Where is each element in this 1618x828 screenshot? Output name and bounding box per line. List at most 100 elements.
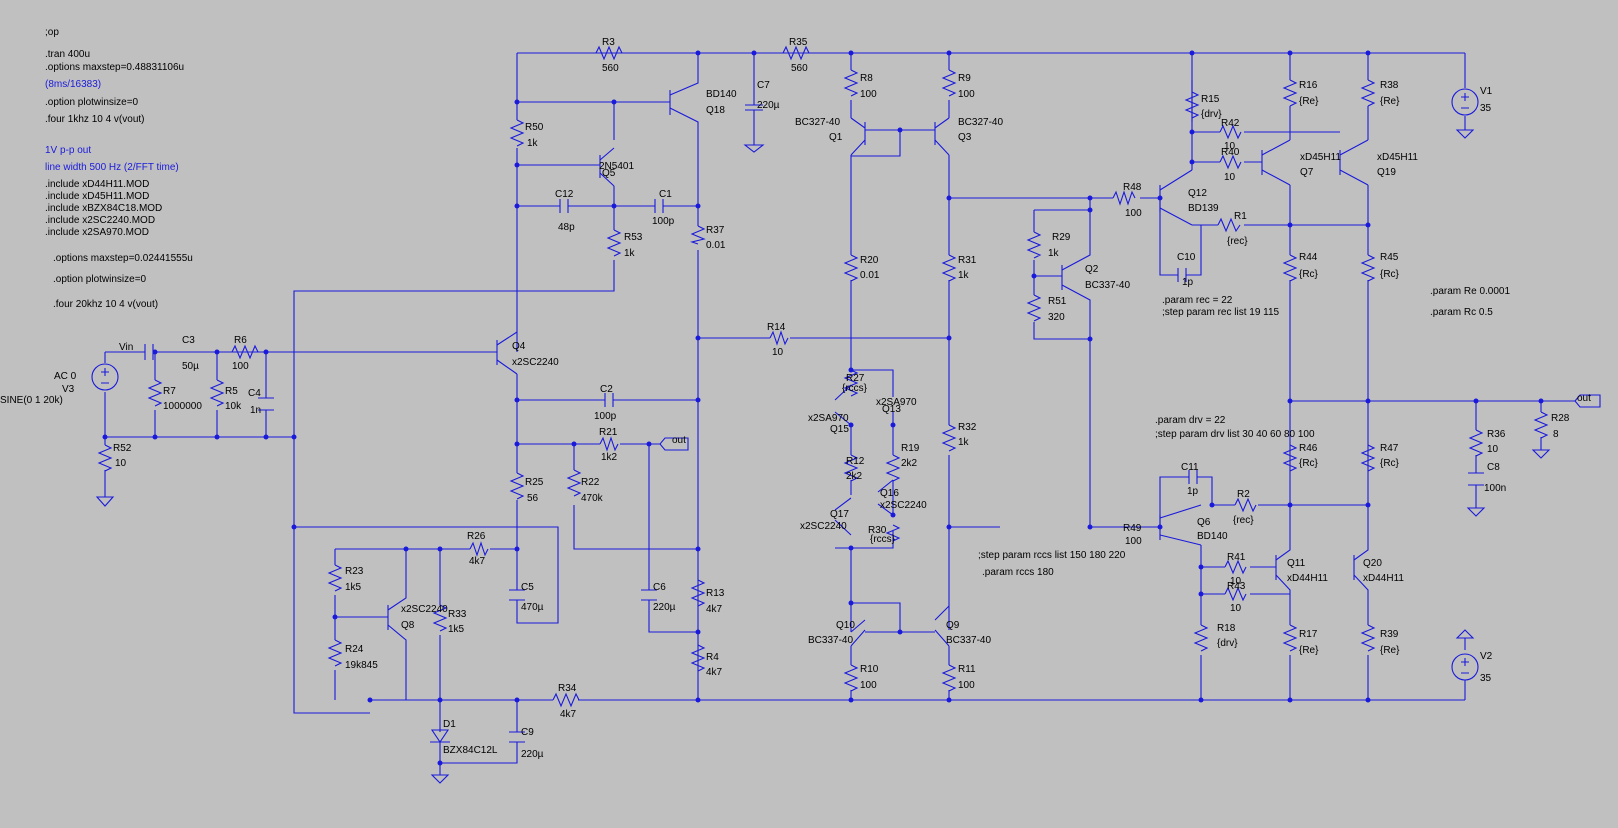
component-label: 10 (1230, 603, 1242, 614)
spice-directive: .option plotwinsize=0 (45, 97, 139, 108)
component-label: {Rc} (1380, 269, 1400, 280)
component-label: C2 (600, 384, 613, 395)
component-label: 100 (860, 89, 877, 100)
component-label: x2SA970 (808, 413, 849, 424)
spice-directive: ;step param drv list 30 40 60 80 100 (1155, 429, 1315, 440)
component-label: {rec} (1227, 236, 1248, 247)
component-label: Q19 (1377, 167, 1396, 178)
spice-directive: .include x2SC2240.MOD (45, 215, 155, 226)
component-label: V3 (62, 384, 75, 395)
component-label: 4k7 (706, 667, 723, 678)
component-label: 560 (602, 63, 619, 74)
component-label: R24 (345, 644, 364, 655)
component-label: 470k (581, 493, 604, 504)
spice-directive: .option plotwinsize=0 (53, 274, 147, 285)
component-label: Q17 (830, 509, 849, 520)
component-label: 100p (594, 411, 617, 422)
spice-directives: ;op.tran 400u.options maxstep=0.48831106… (45, 27, 1510, 578)
component-label: Q9 (946, 620, 960, 631)
component-label: xD45H11 (1377, 152, 1418, 163)
component-label: R43 (1227, 581, 1246, 592)
component-label: 10 (1487, 444, 1499, 455)
component-label: R28 (1551, 413, 1570, 424)
component-label: 100 (958, 680, 975, 691)
resistors (97, 69, 1549, 692)
component-label: Q6 (1197, 517, 1211, 528)
component-label: R10 (860, 664, 879, 675)
component-label: BC327-40 (795, 117, 840, 128)
capacitors (144, 199, 1484, 743)
component-label: 35 (1480, 103, 1492, 114)
component-label: R40 (1221, 147, 1240, 158)
component-label: R5 (225, 386, 238, 397)
component-label: 2N5401 (599, 161, 634, 172)
component-label: 10k (225, 401, 242, 412)
spice-directive: 1V p-p out (45, 145, 91, 156)
component-label: {Re} (1380, 96, 1400, 107)
component-label: 10 (1224, 141, 1236, 152)
component-label: D1 (443, 719, 456, 730)
component-label: R53 (624, 232, 643, 243)
component-label: V1 (1480, 86, 1493, 97)
component-label: BZX84C12L (443, 745, 498, 756)
spice-directive: .options maxstep=0.02441555u (53, 253, 193, 264)
component-label: C3 (182, 335, 195, 346)
junction-dots (102, 50, 1544, 766)
component-label: R41 (1227, 552, 1246, 563)
component-label: R35 (789, 37, 808, 48)
component-label: {Re} (1299, 96, 1319, 107)
component-label: R45 (1380, 252, 1399, 263)
spice-directive: .four 1khz 10 4 v(vout) (45, 114, 145, 125)
component-label: R31 (958, 255, 977, 266)
component-label: 10 (772, 347, 784, 358)
component-label: R49 (1123, 523, 1142, 534)
component-label: Q5 (602, 168, 616, 179)
component-label: Q20 (1363, 558, 1382, 569)
component-label: Q1 (829, 132, 843, 143)
component-label: 1k5 (448, 624, 465, 635)
component-label: R42 (1221, 118, 1240, 129)
component-label: 4k7 (706, 604, 723, 615)
component-label: 100 (958, 89, 975, 100)
component-label: BD140 (706, 89, 737, 100)
component-label: R30 (868, 525, 887, 536)
component-label: xD44H11 (1287, 573, 1328, 584)
net-flags (655, 394, 1601, 451)
component-label: Vin (119, 342, 133, 353)
component-label: R14 (767, 322, 786, 333)
component-label: 220µ (653, 602, 676, 613)
component-label: 1k (958, 270, 970, 281)
spice-directive: .param rec = 22 (1162, 295, 1233, 306)
component-label: R25 (525, 477, 544, 488)
component-label: {drv} (1201, 109, 1222, 120)
component-label: R8 (860, 73, 873, 84)
component-label: 320 (1048, 312, 1065, 323)
component-label: R16 (1299, 80, 1318, 91)
component-label: R20 (860, 255, 879, 266)
component-label: C8 (1487, 462, 1500, 473)
component-label: 560 (791, 63, 808, 74)
spice-directive: ;step param rccs list 150 180 220 (978, 550, 1126, 561)
component-label: 2k2 (846, 471, 863, 482)
component-label: BD139 (1188, 203, 1219, 214)
component-label: Q4 (512, 341, 526, 352)
component-label: R17 (1299, 629, 1318, 640)
component-label: {Re} (1299, 645, 1319, 656)
spice-directive: .include xBZX84C18.MOD (45, 203, 162, 214)
component-label: 0.01 (706, 240, 726, 251)
component-label: R48 (1123, 182, 1142, 193)
spice-directive: ;step param rec list 19 115 (1162, 307, 1280, 318)
spice-directive: .include xD44H11.MOD (45, 179, 149, 190)
component-label: {Rc} (1299, 458, 1319, 469)
component-label: BC337-40 (1085, 280, 1130, 291)
component-label: x2SC2240 (800, 521, 847, 532)
component-label: 10 (115, 458, 127, 469)
component-label: R32 (958, 422, 977, 433)
component-label: 100 (232, 361, 249, 372)
component-label: 220µ (521, 749, 544, 760)
component-label: 100 (1125, 208, 1142, 219)
voltage-sources (91, 88, 1479, 681)
component-label: C6 (653, 582, 666, 593)
component-label: Q8 (401, 620, 415, 631)
